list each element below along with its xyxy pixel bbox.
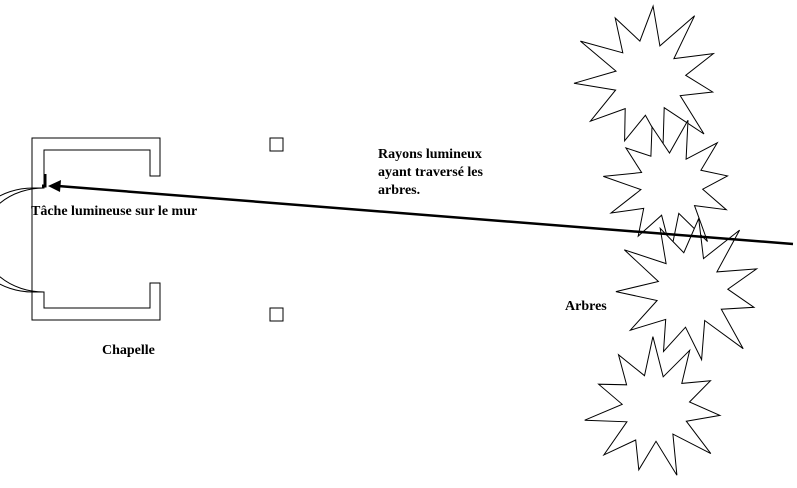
tree-star-1 — [573, 4, 716, 149]
chapel-label: Chapelle — [102, 343, 155, 358]
light-spot-mark — [42, 174, 47, 188]
chapel-outline — [0, 137, 161, 321]
light-spot-label: Tâche lumineuse sur le mur — [31, 204, 198, 219]
rays-label-line-2: ayant traversé les — [378, 165, 483, 180]
pillar-top — [269, 137, 284, 152]
light-ray-arrowhead — [48, 180, 61, 192]
rays-label-line-1: Rayons lumineux — [378, 147, 482, 162]
tree-star-4 — [584, 336, 722, 476]
tree-star-2 — [603, 119, 729, 252]
pillar-bottom — [269, 307, 284, 322]
light-ray-line — [57, 184, 794, 246]
tree-star-3 — [615, 216, 759, 362]
rays-label-line-3: arbres. — [378, 183, 421, 198]
trees-label: Arbres — [565, 299, 607, 314]
chapel-apse-curve — [0, 187, 45, 293]
